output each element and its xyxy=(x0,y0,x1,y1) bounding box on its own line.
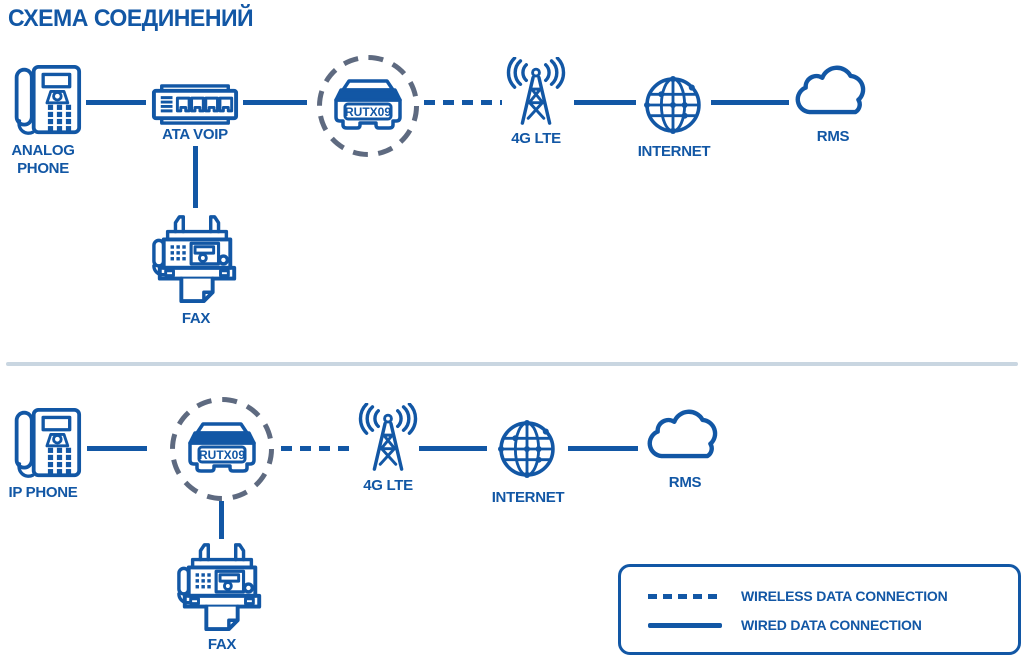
wired-connection-line xyxy=(243,100,307,105)
dashed-circle-highlight xyxy=(170,397,274,501)
router-model-label: RUTX09 xyxy=(345,105,391,119)
lte-tower-icon xyxy=(358,403,418,471)
section-divider xyxy=(6,362,1018,366)
rutx09-router-icon: RUTX09 xyxy=(170,397,274,501)
wired-connection-line xyxy=(219,501,224,539)
wired-line-sample xyxy=(648,623,722,628)
wired-connection-line xyxy=(419,446,487,451)
lte-label: 4G LTE xyxy=(511,130,561,147)
wired-connection-line xyxy=(193,146,198,208)
router-model-label: RUTX09 xyxy=(199,448,245,462)
internet-globe-icon xyxy=(498,420,555,478)
internet-globe-icon xyxy=(644,76,701,134)
fax-icon xyxy=(177,543,262,632)
dashed-circle-highlight xyxy=(317,55,419,157)
wired-connection-line xyxy=(86,100,146,105)
wireless-connection-line xyxy=(424,100,502,105)
rutx09-router-icon: RUTX09 xyxy=(317,55,419,157)
ata-voip-icon xyxy=(151,84,239,125)
wired-connection-line xyxy=(711,100,789,105)
legend-box: WIRELESS DATA CONNECTION WIRED DATA CONN… xyxy=(618,564,1021,655)
lte-label: 4G LTE xyxy=(363,477,413,494)
ata-voip-label: ATA VOIP xyxy=(162,126,228,143)
wireless-line-sample xyxy=(648,594,722,599)
wireless-connection-line xyxy=(281,446,351,451)
rms-label: RMS xyxy=(816,128,850,145)
rms-label: RMS xyxy=(668,474,702,491)
fax-label: FAX xyxy=(181,310,211,327)
analog-phone-icon xyxy=(14,64,82,135)
rms-cloud-icon xyxy=(795,65,866,115)
wired-legend-label: WIRED DATA CONNECTION xyxy=(741,617,922,633)
analog-phone-label: ANALOG PHONE xyxy=(11,142,75,177)
wired-connection-line xyxy=(87,446,147,451)
fax-label: FAX xyxy=(207,636,237,653)
wired-connection-line xyxy=(574,100,636,105)
page-title: СХЕМА СОЕДИНЕНИЙ xyxy=(8,5,254,32)
fax-icon xyxy=(152,215,237,304)
internet-label: INTERNET xyxy=(637,143,711,160)
wired-connection-line xyxy=(568,446,638,451)
rms-cloud-icon xyxy=(647,409,718,459)
ip-phone-label: IP PHONE xyxy=(8,484,78,501)
ip-phone-icon xyxy=(14,407,82,478)
lte-tower-icon xyxy=(506,57,566,125)
internet-label: INTERNET xyxy=(491,489,565,506)
wireless-legend-label: WIRELESS DATA CONNECTION xyxy=(741,588,948,604)
